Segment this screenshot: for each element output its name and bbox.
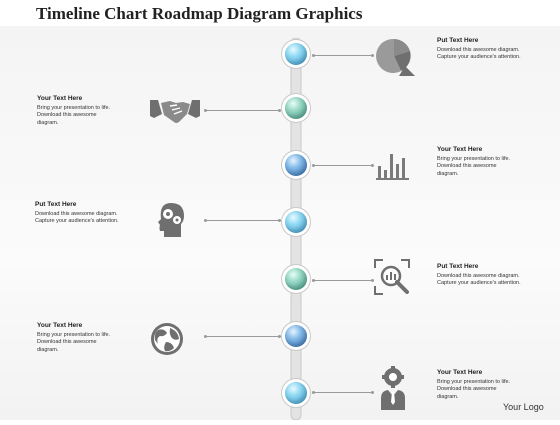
block-heading: Your Text Here bbox=[437, 369, 483, 376]
connector-right-2 bbox=[312, 164, 374, 167]
timeline-node-6[interactable] bbox=[285, 325, 307, 347]
page-title: Timeline Chart Roadmap Diagram Graphics bbox=[36, 4, 363, 23]
background-band bbox=[0, 26, 560, 420]
right-text-block-3: Put Text Here Download this awesome diag… bbox=[437, 263, 521, 288]
magnifier-chart-icon bbox=[373, 258, 413, 303]
block-heading: Your Text Here bbox=[437, 146, 483, 153]
bar-chart-icon bbox=[376, 150, 410, 187]
businessman-gear-icon bbox=[378, 366, 408, 415]
left-text-block-1: Your Text Here Bring your presentation t… bbox=[37, 95, 110, 127]
logo-placeholder: Your Logo bbox=[503, 402, 544, 412]
block-heading: Your Text Here bbox=[37, 95, 83, 102]
connector-left-1 bbox=[204, 109, 281, 112]
timeline-node-4[interactable] bbox=[285, 211, 307, 233]
block-body: Download this awesome diagram. Capture y… bbox=[437, 273, 521, 287]
timeline-node-2[interactable] bbox=[285, 97, 307, 119]
right-text-block-2: Your Text Here Bring your presentation t… bbox=[437, 146, 510, 178]
globe-icon bbox=[150, 322, 184, 361]
block-body: Bring your presentation to life. Downloa… bbox=[37, 332, 111, 353]
timeline-node-1[interactable] bbox=[285, 43, 307, 65]
connector-right-3 bbox=[312, 279, 374, 282]
head-gears-icon bbox=[156, 201, 186, 244]
left-text-block-2: Put Text Here Download this awesome diag… bbox=[35, 201, 119, 226]
block-body: Bring your presentation to life. Downloa… bbox=[437, 379, 511, 400]
block-body: Bring your presentation to life. Downloa… bbox=[37, 105, 111, 126]
block-body: Download this awesome diagram. Capture y… bbox=[35, 211, 119, 225]
connector-left-2 bbox=[204, 219, 281, 222]
left-text-block-3: Your Text Here Bring your presentation t… bbox=[37, 322, 110, 354]
right-text-block-4: Your Text Here Bring your presentation t… bbox=[437, 369, 510, 401]
timeline-node-7[interactable] bbox=[285, 382, 307, 404]
block-heading: Put Text Here bbox=[437, 263, 479, 270]
block-heading: Your Text Here bbox=[37, 322, 83, 329]
block-body: Bring your presentation to life. Downloa… bbox=[437, 156, 511, 177]
connector-right-4 bbox=[312, 391, 374, 394]
block-body: Download this awesome diagram. Capture y… bbox=[437, 47, 521, 61]
connector-right-1 bbox=[312, 54, 374, 57]
right-text-block-1: Put Text Here Download this awesome diag… bbox=[437, 37, 521, 62]
connector-left-3 bbox=[204, 335, 281, 338]
handshake-icon bbox=[150, 96, 200, 131]
block-heading: Put Text Here bbox=[35, 201, 77, 208]
timeline-node-5[interactable] bbox=[285, 268, 307, 290]
pie-chart-icon bbox=[374, 36, 420, 83]
block-heading: Put Text Here bbox=[437, 37, 479, 44]
timeline-node-3[interactable] bbox=[285, 154, 307, 176]
